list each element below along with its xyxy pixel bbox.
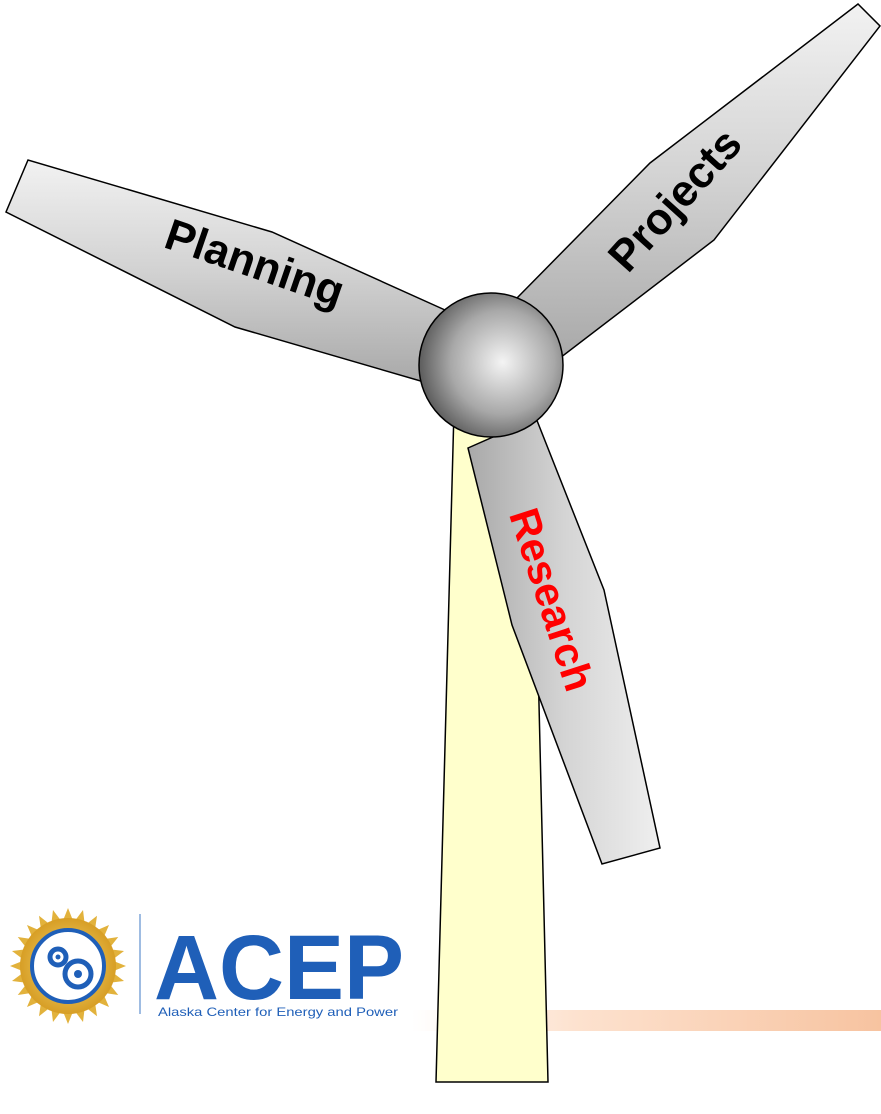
acep-wordmark: ACEP <box>154 917 404 1019</box>
acep-logo: ACEP Alaska Center for Energy and Power <box>10 908 404 1024</box>
acep-full-name: Alaska Center for Energy and Power <box>158 1005 398 1019</box>
sun-gear-seal-icon <box>10 908 126 1024</box>
gears-icon <box>47 946 94 990</box>
hub <box>418 292 564 438</box>
